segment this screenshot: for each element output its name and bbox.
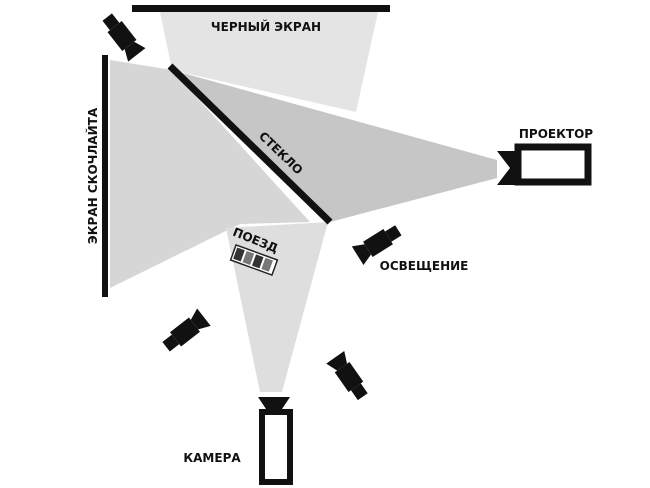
projector-beam [172,70,497,222]
black-screen-label: ЧЕРНЫЙ ЭКРАН [211,19,321,34]
light-icon [162,308,211,352]
camera-icon [258,397,293,485]
lighting-label: ОСВЕЩЕНИЕ [380,259,469,273]
scotchlite-beam [110,60,310,288]
scotchlite-screen [102,55,108,297]
projector-icon [497,143,592,186]
light-icon [326,351,368,401]
black-screen-beam [160,12,378,112]
train-icon [229,243,279,277]
light-icon [102,13,146,62]
scotchlite-screen-label: ЭКРАН СКОЧЛАЙТА [85,107,100,244]
camera-label: КАМЕРА [183,451,241,465]
black-screen [132,5,390,12]
projector-label: ПРОЕКТОР [519,127,593,141]
light-icon [351,225,402,266]
glass [167,63,333,225]
